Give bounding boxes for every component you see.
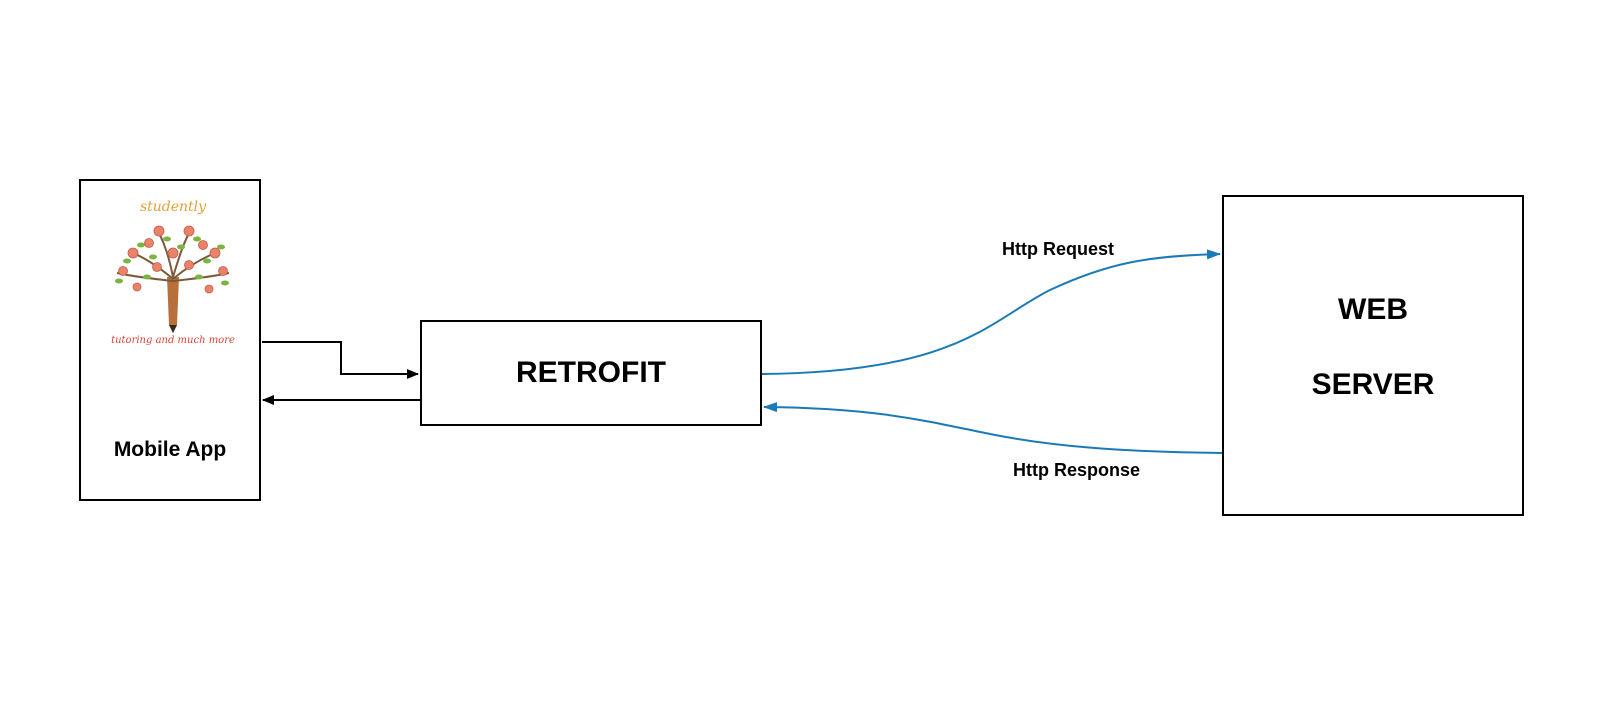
mobile-app-label: Mobile App (113, 438, 227, 461)
web-server-node: WEB SERVER (1222, 195, 1524, 516)
http-response-label: Http Response (1013, 460, 1141, 480)
web-server-label-line2: SERVER (1311, 368, 1435, 401)
studently-logo: studently (109, 195, 237, 346)
retrofit-label: RETROFIT (516, 356, 666, 389)
http-request-label: Http Request (1002, 239, 1114, 259)
logo-brand-text: studently (139, 199, 207, 215)
mobile-app-node: studently (79, 179, 261, 501)
logo-tagline-text: tutoring and much more (111, 335, 235, 346)
web-server-label-line1: WEB (1338, 293, 1408, 326)
connector-app-to-retrofit (262, 341, 419, 379)
http-request-arrow (761, 249, 1221, 375)
tree-icon (115, 225, 230, 333)
http-response-arrow (763, 402, 1223, 454)
retrofit-node: RETROFIT (420, 320, 762, 426)
